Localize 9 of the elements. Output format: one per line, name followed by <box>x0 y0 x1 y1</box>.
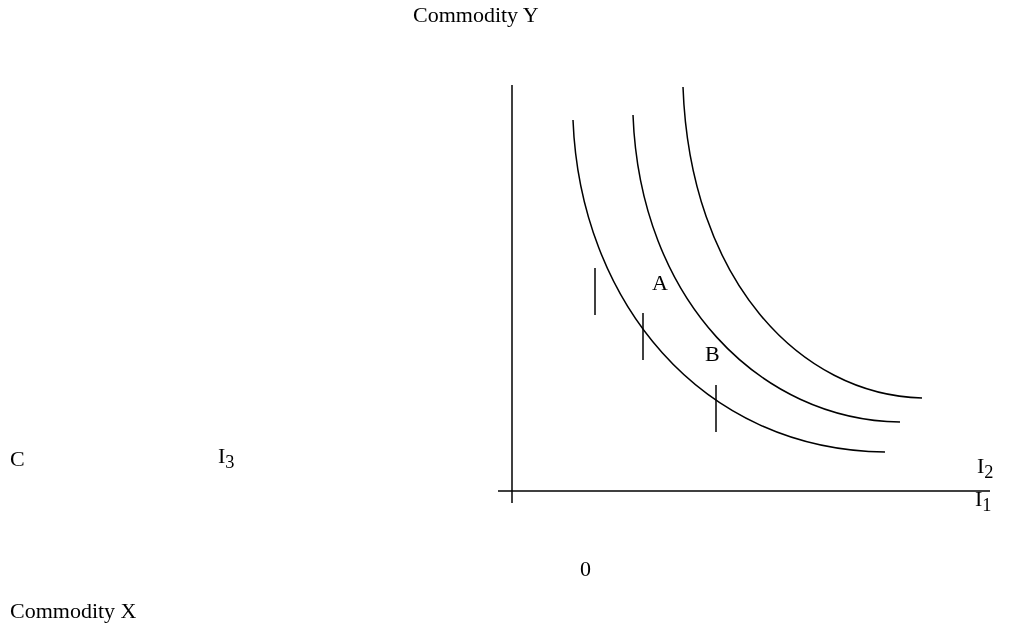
curve-label: I$_{1}$ <box>975 486 992 518</box>
curve-label: I$_{3}$ <box>218 443 235 475</box>
curve-label: I$_{2}$ <box>977 453 994 485</box>
point-label: B <box>705 341 720 367</box>
point-label: A <box>652 270 668 296</box>
origin-label: 0 <box>580 556 591 582</box>
point-label: C <box>10 446 25 472</box>
axis-label: Commodity Y <box>413 2 539 28</box>
axis-label: Commodity X <box>10 598 137 624</box>
